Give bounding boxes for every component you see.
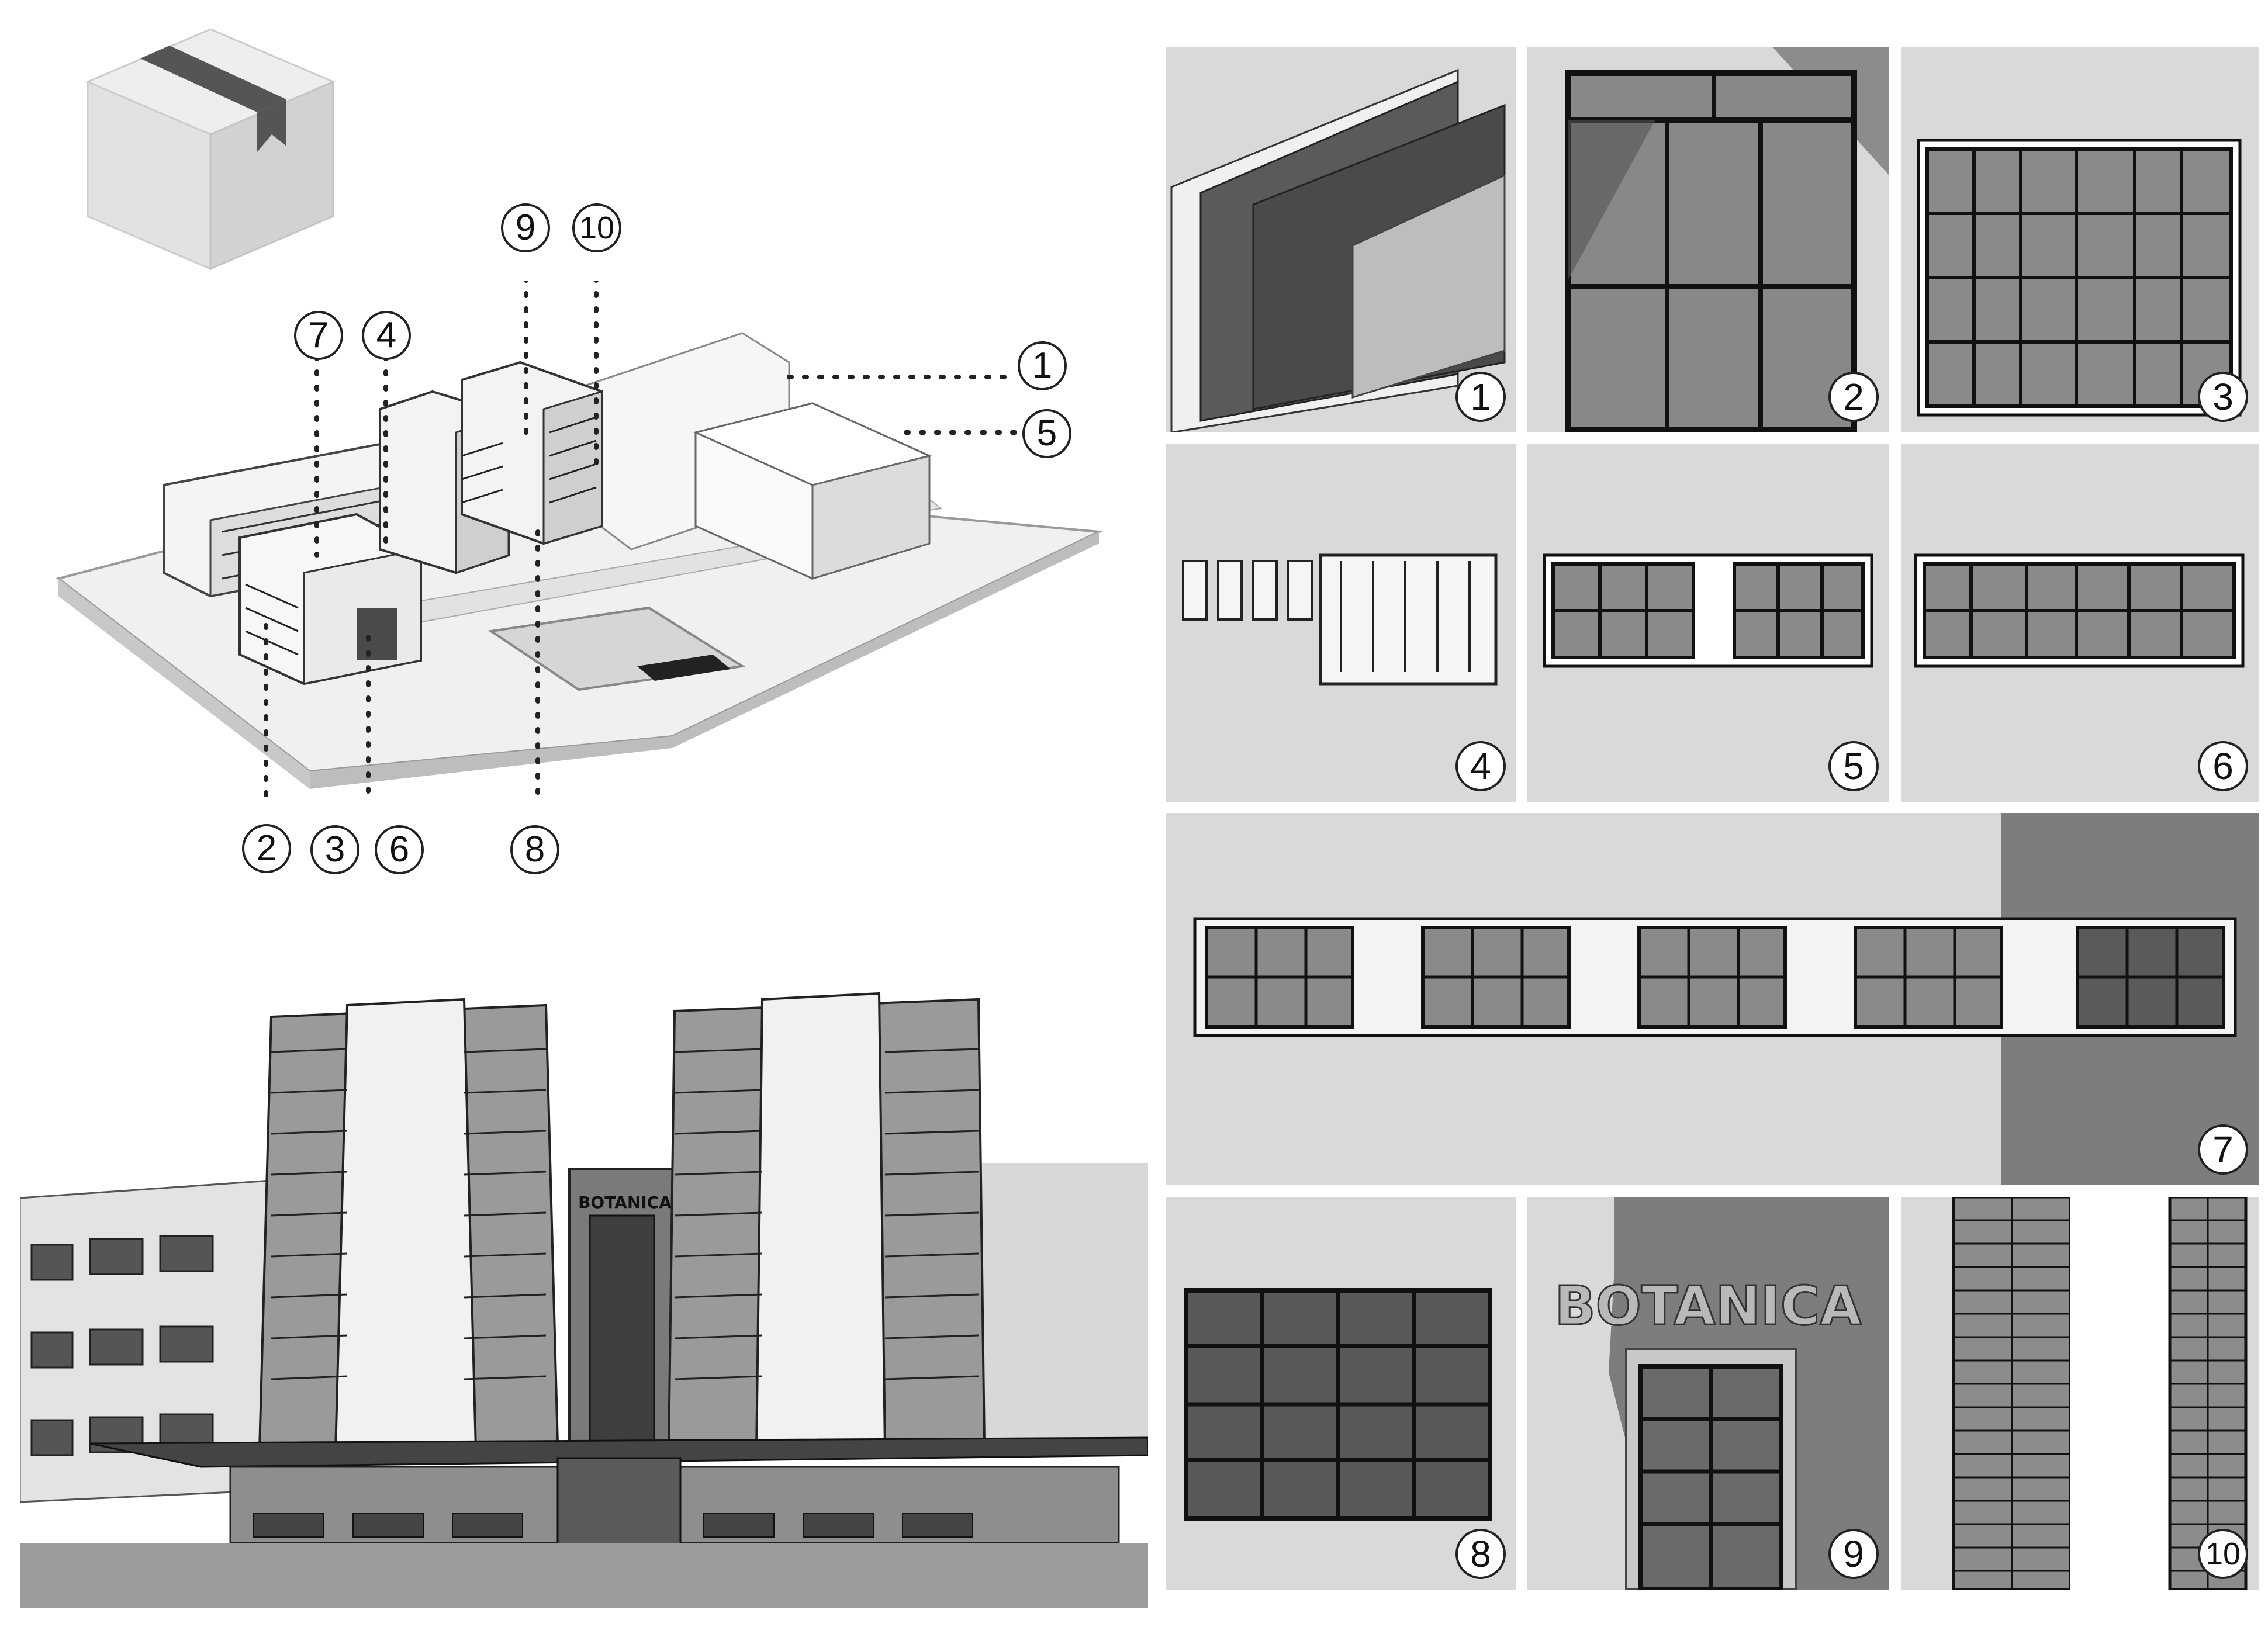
street-render: BOTANICA <box>20 988 1148 1608</box>
callout-10: 10 <box>572 203 621 252</box>
callout-5: 5 <box>1022 409 1071 458</box>
tall-window-drawing <box>1565 47 1889 432</box>
detail-panel-4: 4 <box>1166 444 1516 802</box>
detail-panel-10: 10 <box>1901 1197 2259 1590</box>
strip-window-drawing <box>1193 813 2259 1185</box>
detail-panel-7: 7 <box>1166 813 2259 1185</box>
panel-badge: 9 <box>1828 1529 1879 1579</box>
detail-panel-2: 2 <box>1527 47 1889 432</box>
detail-panel-3: 3 <box>1901 47 2259 432</box>
callout-7: 7 <box>294 311 343 360</box>
panel-badge: 4 <box>1455 741 1506 791</box>
package-icon <box>85 28 336 271</box>
detail-panel-6: 6 <box>1901 444 2259 802</box>
panel-badge: 8 <box>1455 1529 1506 1579</box>
callout-4: 4 <box>362 311 411 360</box>
detail-panel-9: BOTANICA 9 <box>1527 1197 1889 1590</box>
panel-badge: 5 <box>1828 741 1879 791</box>
square-window-drawing <box>1184 1288 1492 1521</box>
callout-2: 2 <box>242 824 291 873</box>
detail-sign-text: BOTANICA <box>1554 1275 1861 1337</box>
grid-window-drawing <box>1917 139 2242 417</box>
entrance-sign-drawing: BOTANICA <box>1554 1197 1889 1590</box>
wall-layers-drawing <box>1170 68 1506 432</box>
callout-1: 1 <box>1018 341 1067 390</box>
panel-badge: 10 <box>2198 1529 2248 1579</box>
callout-6: 6 <box>375 825 424 874</box>
detail-panel-1: 1 <box>1166 47 1516 432</box>
render-sign-text: BOTANICA <box>578 1193 672 1212</box>
callout-3: 3 <box>310 825 359 874</box>
callout-9: 9 <box>501 203 550 252</box>
detail-panel-8: 8 <box>1166 1197 1516 1590</box>
panel-badge: 3 <box>2198 372 2248 422</box>
panel-badge: 2 <box>1828 372 1879 422</box>
split-window-drawing <box>1543 553 1873 668</box>
vertical-strip-drawing <box>1952 1197 2248 1590</box>
detail-panel-5: 5 <box>1527 444 1889 802</box>
louvre-drawing <box>1182 553 1498 686</box>
ribbon-window-drawing <box>1914 553 2245 668</box>
isometric-site-model <box>56 281 1104 797</box>
panel-badge: 1 <box>1455 372 1506 422</box>
panel-badge: 7 <box>2198 1124 2248 1175</box>
panel-badge: 6 <box>2198 741 2248 791</box>
callout-8: 8 <box>510 825 559 874</box>
